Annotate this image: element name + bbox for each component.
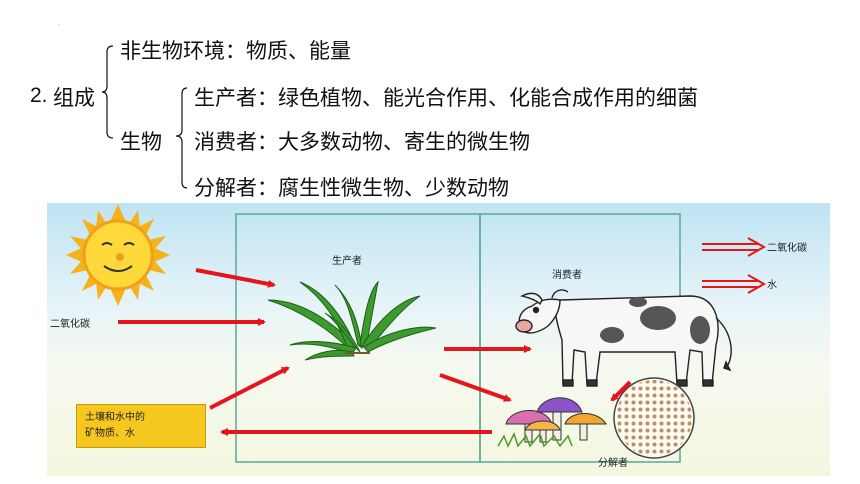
producer-definition: 生产者：绿色植物、能光合作用、化能合成作用的细菌 (194, 86, 698, 110)
arrow-soil-to-plant (209, 366, 290, 410)
energy-arrows (118, 268, 632, 436)
mushroom-icon (497, 397, 607, 448)
plant-icon (267, 280, 437, 361)
arrow-cow-to-decomposer (610, 380, 632, 402)
arrow-sun-to-plant (195, 268, 276, 288)
abiotic-environment: 非生物环境：物质、能量 (120, 39, 351, 63)
biotic-label: 生物 (120, 130, 162, 154)
section-number: 2. (30, 84, 48, 107)
cow-icon (515, 289, 732, 387)
producer-label: 生产者 (332, 254, 362, 267)
soil-line-2: 矿物质、水 (85, 428, 135, 439)
consumer-definition: 消费者：大多数动物、寄生的微生物 (194, 130, 530, 154)
soil-minerals-box: 土壤和水中的 矿物质、水 (76, 404, 206, 448)
microbe-dots (616, 380, 692, 456)
soil-line-1: 土壤和水中的 (85, 412, 145, 423)
composition-label: 组成 (53, 86, 95, 110)
output-double-arrows (702, 237, 767, 294)
co2-output-label: 二氧化碳 (767, 241, 807, 254)
decomposer-label: 分解者 (598, 456, 628, 469)
water-output-label: 水 (767, 279, 777, 291)
sun-icon (66, 204, 170, 306)
co2-input-label: 二氧化碳 (50, 317, 90, 330)
decorative-dot: . (58, 20, 60, 27)
consumer-label: 消费者 (552, 268, 582, 281)
arrow-plant-to-decomposer (439, 373, 512, 402)
decomposer-definition: 分解者：腐生性微生物、少数动物 (194, 176, 509, 200)
